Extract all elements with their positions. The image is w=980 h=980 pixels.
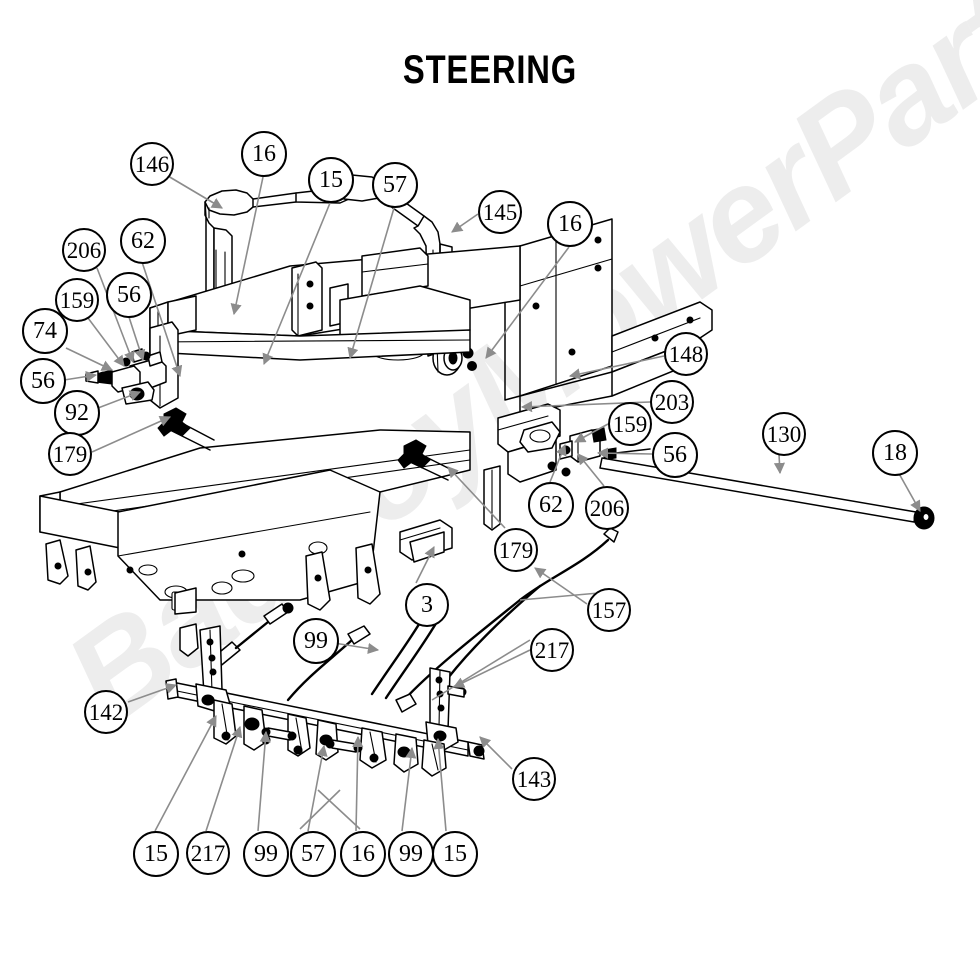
- callout-bubble-16[interactable]: 16: [241, 131, 287, 177]
- page-title: STEERING: [402, 48, 578, 92]
- callout-label: 74: [33, 318, 57, 344]
- callout-bubble-99[interactable]: 99: [388, 831, 434, 877]
- callout-bubble-18[interactable]: 18: [872, 430, 918, 476]
- callout-label: 99: [399, 841, 423, 867]
- callout-bubble-179[interactable]: 179: [494, 528, 538, 572]
- drag-link-rod-2: [446, 584, 542, 680]
- callout-label: 217: [190, 840, 226, 866]
- callout-bubble-217[interactable]: 217: [530, 628, 574, 672]
- callout-bubble-74[interactable]: 74: [22, 308, 68, 354]
- callout-bubble-159[interactable]: 159: [55, 278, 99, 322]
- callout-bubble-15[interactable]: 15: [432, 831, 478, 877]
- callout-bubble-16[interactable]: 16: [547, 201, 593, 247]
- callout-label: 15: [319, 167, 343, 193]
- callout-bubble-130[interactable]: 130: [762, 412, 806, 456]
- callout-bubble-206[interactable]: 206: [585, 486, 629, 530]
- callout-label: 159: [59, 287, 95, 313]
- callout-label: 56: [31, 368, 55, 394]
- callout-label: 203: [654, 389, 690, 415]
- callout-bubble-157[interactable]: 157: [587, 588, 631, 632]
- push-rod-right: [286, 625, 371, 702]
- callout-bubble-143[interactable]: 143: [512, 757, 556, 801]
- callout-label: 57: [383, 172, 407, 198]
- callout-label: 56: [663, 442, 687, 468]
- callout-bubble-142[interactable]: 142: [84, 690, 128, 734]
- callout-label: 217: [534, 637, 570, 663]
- callout-bubble-56[interactable]: 56: [20, 358, 66, 404]
- callout-label: 18: [883, 440, 907, 466]
- callout-label: 99: [304, 628, 328, 654]
- callout-bubble-62[interactable]: 62: [528, 482, 574, 528]
- callout-label: 206: [589, 495, 625, 521]
- callout-bubble-16[interactable]: 16: [340, 831, 386, 877]
- callout-bubble-99[interactable]: 99: [293, 618, 339, 664]
- callout-bubble-148[interactable]: 148: [664, 332, 708, 376]
- callout-label: 16: [558, 211, 582, 237]
- callout-bubble-206[interactable]: 206: [62, 228, 106, 272]
- callout-bubble-203[interactable]: 203: [650, 380, 694, 424]
- callout-bubble-56[interactable]: 56: [652, 432, 698, 478]
- callout-label: 159: [612, 411, 648, 437]
- callout-label: 148: [668, 341, 704, 367]
- callout-bubble-57[interactable]: 57: [372, 162, 418, 208]
- callout-label: 57: [301, 841, 325, 867]
- callout-bubble-217[interactable]: 217: [186, 831, 230, 875]
- callout-label: 206: [66, 237, 102, 263]
- callout-label: 3: [421, 592, 433, 618]
- callout-bubble-62[interactable]: 62: [120, 218, 166, 264]
- callout-label: 62: [539, 492, 563, 518]
- callout-label: 157: [591, 597, 627, 623]
- callout-label: 16: [351, 841, 375, 867]
- callout-bubble-15[interactable]: 15: [308, 157, 354, 203]
- callout-label: 15: [144, 841, 168, 867]
- callout-label: 146: [134, 151, 170, 177]
- callout-label: 142: [88, 699, 124, 725]
- callout-label: 56: [117, 282, 141, 308]
- main-frame-deck: [39, 218, 713, 615]
- callout-bubble-146[interactable]: 146: [130, 142, 174, 186]
- callout-label: 99: [254, 841, 278, 867]
- callout-bubble-179[interactable]: 179: [48, 432, 92, 476]
- callout-label: 179: [52, 441, 88, 467]
- callout-bubble-145[interactable]: 145: [478, 190, 522, 234]
- front-fork-tips: [179, 623, 199, 657]
- callout-label: 16: [252, 141, 276, 167]
- callout-label: 179: [498, 537, 534, 563]
- callout-label: 145: [482, 199, 518, 225]
- callout-bubble-57[interactable]: 57: [290, 831, 336, 877]
- callout-bubble-92[interactable]: 92: [54, 390, 100, 436]
- callout-bubble-3[interactable]: 3: [405, 583, 449, 627]
- callout-bubble-56[interactable]: 56: [106, 272, 152, 318]
- callout-label: 143: [516, 766, 552, 792]
- callout-label: 92: [65, 400, 89, 426]
- right-linkage-assembly: [397, 403, 651, 483]
- callout-bubble-15[interactable]: 15: [133, 831, 179, 877]
- callout-label: 62: [131, 228, 155, 254]
- callout-bubble-99[interactable]: 99: [243, 831, 289, 877]
- callout-label: 15: [443, 841, 467, 867]
- drag-link-rod: [395, 527, 619, 713]
- callout-label: 130: [766, 421, 802, 447]
- callout-bubble-159[interactable]: 159: [608, 402, 652, 446]
